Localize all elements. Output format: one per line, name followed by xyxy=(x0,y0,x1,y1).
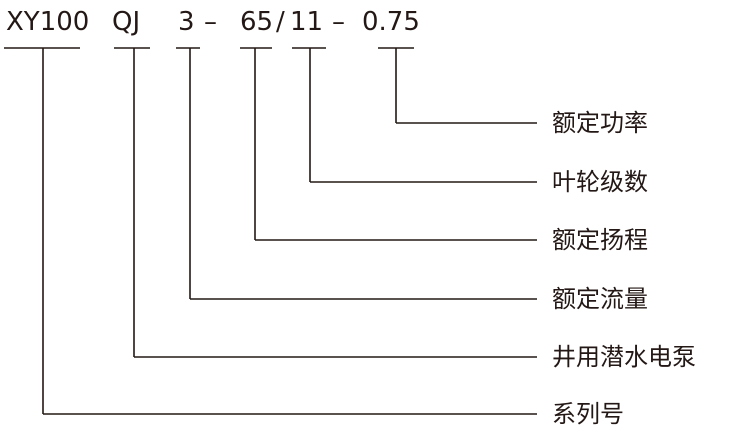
label-rated-power: 额定功率 xyxy=(552,109,648,137)
label-rated-head: 额定扬程 xyxy=(552,226,648,254)
code-head: 65 xyxy=(240,7,274,37)
label-impeller-stages: 叶轮级数 xyxy=(552,168,648,196)
code-dash-2: – xyxy=(332,7,345,37)
code-power: 0.75 xyxy=(362,7,420,37)
code-series: XY100 xyxy=(6,7,90,37)
code-flow: 3 xyxy=(178,7,195,37)
code-stages: 11 xyxy=(290,7,324,37)
code-slash: / xyxy=(276,7,285,37)
code-dash-1: – xyxy=(204,7,217,37)
label-rated-flow: 额定流量 xyxy=(552,285,648,313)
label-series-number: 系列号 xyxy=(552,400,624,428)
label-pump-type: 井用潜水电泵 xyxy=(552,343,696,371)
code-pump-type: QJ xyxy=(112,7,141,37)
